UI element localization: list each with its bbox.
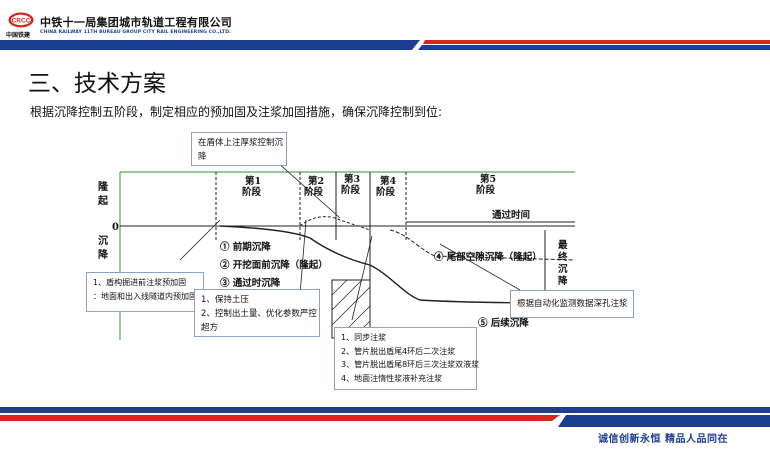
svg-text:阶段: 阶段 [476, 184, 496, 196]
callout-right-line-1: 根据自动化监测数据深孔注浆 [517, 299, 628, 309]
svg-text:阶段: 阶段 [242, 186, 262, 198]
slide-title: 三、技术方案 [28, 71, 166, 97]
callout-bottom-line-2: 2、管片脱出盾尾4环后二次注浆 [341, 346, 456, 356]
header-divider [0, 40, 770, 50]
callout-bottom-line-1: 1、同步注浆 [341, 333, 387, 342]
settlement-stage-diagram: 隆 起 沉 降 0 第1 阶段 第2 阶段 第3 阶段 第4 阶段 第5 阶段 … [97, 160, 576, 340]
svg-text:阶段: 阶段 [304, 186, 324, 198]
y-down-label-2: 降 [98, 248, 109, 261]
callout-bottom-line-4: 4、地面注惰性浆液补充注浆 [341, 373, 443, 383]
callout-top-line-2: 降 [198, 152, 207, 162]
stage-3-label: 第3 [344, 173, 360, 185]
callout-bottom-line-3: 3、管片脱出盾尾8环后三次注浆双液浆 [341, 360, 480, 369]
logo-caption: 中国铁建 [6, 32, 31, 39]
stage-1-label: 第1 [245, 175, 261, 187]
company-name-en: CHINA RAILWAY 11TH BUREAU GROUP CITY RAI… [40, 30, 231, 35]
callout-top-pointer [274, 160, 341, 219]
svg-text:沉: 沉 [558, 263, 568, 275]
pass-time-label: 通过时间 [492, 209, 530, 221]
stage-2-label: 第2 [308, 175, 324, 187]
callout-middle-line-3: 超方 [201, 323, 219, 333]
company-name-cn: 中铁十一局集团城市轨道工程有限公司 [40, 16, 233, 29]
svg-text:最: 最 [558, 239, 568, 251]
crcc-logo-icon: CRCC [8, 12, 34, 28]
footer-slogan: 诚信创新永恒 精品人品同在 [598, 434, 728, 445]
legend-item-2: ② 开挖面前沉降（隆起） [220, 259, 328, 271]
legend-item-4: ④ 尾部空隙沉降（隆起） [434, 251, 542, 263]
y-down-label-1: 沉 [98, 234, 108, 247]
legend-item-1: ① 前期沉降 [220, 241, 271, 253]
callout-left-line-2: ：地面和出入线隧道内预加固 [93, 292, 197, 301]
settlement-curve [219, 225, 576, 304]
legend-item-3: ③ 通过时沉降 [220, 277, 281, 289]
callout-right: 根据自动化监测数据深孔注浆 [510, 290, 634, 318]
legend-item-5: ⑤ 后续沉降 [478, 317, 529, 329]
stage-4-label: 第4 [380, 175, 397, 187]
callout-left-line-1: 1、盾构掘进前注浆预加固 [93, 278, 187, 287]
callout-top-line-1: 在盾体上注厚浆控制沉 [198, 138, 284, 148]
callout-bottom: 1、同步注浆 2、管片脱出盾尾4环后二次注浆 3、管片脱出盾尾8环后三次注浆双液… [334, 327, 480, 390]
logo-text: CRCC [12, 18, 31, 25]
svg-text:阶段: 阶段 [376, 186, 396, 198]
y-up-label-1: 隆 [98, 180, 109, 193]
svg-text:终: 终 [557, 251, 568, 263]
stage-5-label: 第5 [480, 173, 496, 185]
callout-top: 在盾体上注厚浆控制沉 降 [191, 132, 287, 166]
callout-left: 1、盾构掘进前注浆预加固 ：地面和出入线隧道内预加固 [86, 272, 204, 312]
callout-middle-line-1: 1、保持土压 [201, 295, 249, 305]
y-up-label-2: 起 [97, 194, 109, 207]
callout-middle-line-2: 2、控制出土量、优化参数严控 [201, 309, 317, 319]
svg-text:降: 降 [558, 275, 568, 287]
zero-label: 0 [112, 222, 119, 233]
footer-divider [0, 407, 770, 427]
svg-text:阶段: 阶段 [341, 184, 361, 196]
slide-subtitle: 根据沉降控制五阶段，制定相应的预加固及注浆加固措施，确保沉降控制到位: [30, 105, 443, 119]
callout-middle: 1、保持土压 2、控制出土量、优化参数严控 超方 [194, 289, 320, 337]
